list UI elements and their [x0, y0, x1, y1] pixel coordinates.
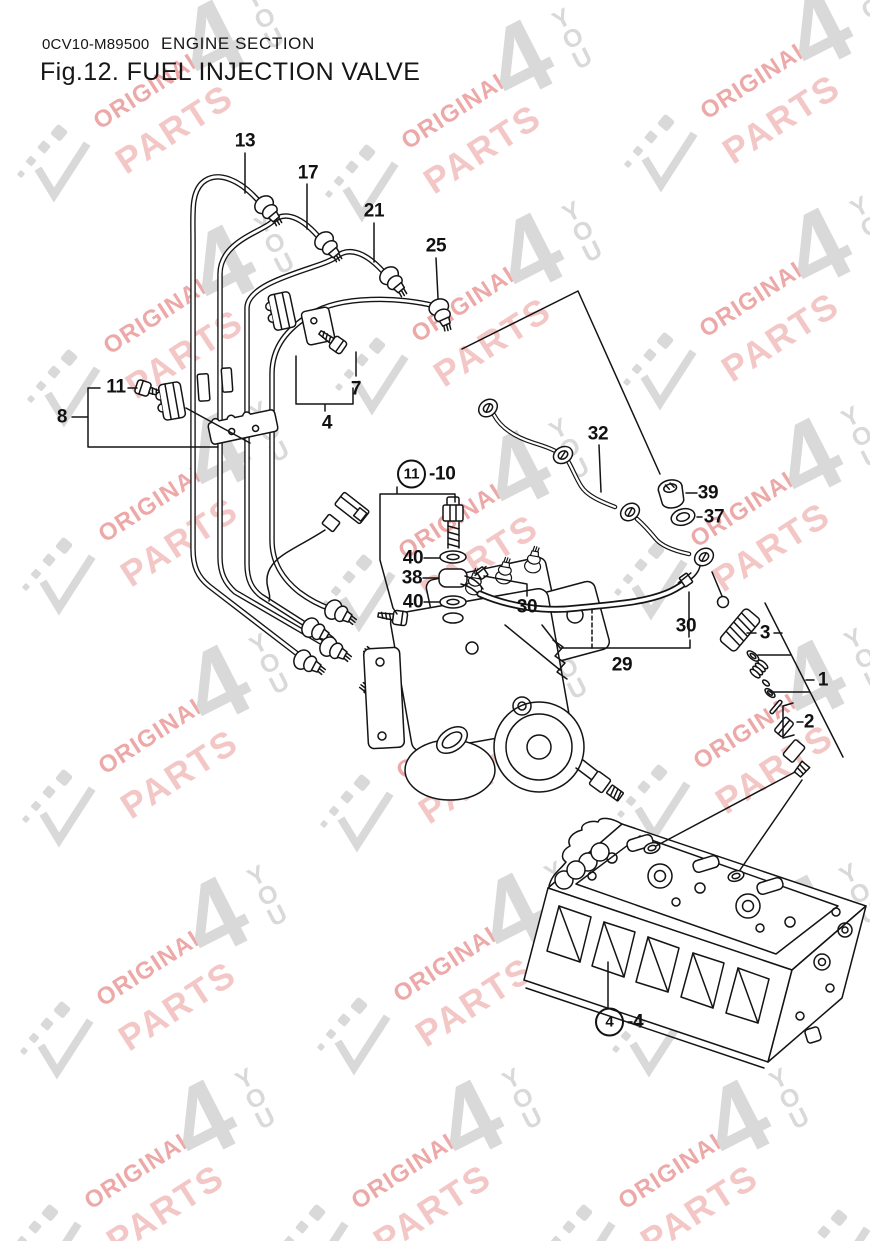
part-callout-39[interactable]: 39	[697, 482, 719, 504]
part-callout-29[interactable]: 29	[611, 654, 633, 676]
part-callout-40[interactable]: 40	[402, 591, 424, 613]
part-callout-30[interactable]: 30	[516, 596, 538, 618]
part-callout-30[interactable]: 30	[675, 615, 697, 637]
part-callout-40[interactable]: 40	[402, 547, 424, 569]
part-callout-37[interactable]: 37	[703, 506, 725, 528]
leader-lines	[71, 152, 844, 1010]
pipe-clamp-bracket-upper	[262, 290, 349, 356]
section-title: ENGINE SECTION	[161, 34, 315, 53]
part-callout-25[interactable]: 25	[425, 235, 447, 257]
part-callout-8[interactable]: 8	[56, 406, 68, 428]
part-callout-32[interactable]: 32	[587, 423, 609, 445]
wire-harness-connector	[266, 491, 370, 602]
part-callout-11-10[interactable]: 11-10	[397, 459, 456, 489]
injection-pipes	[190, 174, 459, 711]
overflow-banjo-group	[438, 496, 484, 624]
part-callout-17[interactable]: 17	[297, 162, 319, 184]
document-code: 0CV10-M89500	[42, 36, 150, 53]
leak-off-hose	[474, 565, 694, 613]
part-callout-7[interactable]: 7	[350, 378, 362, 400]
part-callout-13[interactable]: 13	[234, 130, 256, 152]
part-callout-4[interactable]: 4	[321, 412, 333, 434]
pipe-clamp-bracket-left	[133, 367, 279, 445]
svg-text:Y: Y	[847, 0, 870, 5]
part-callout-11[interactable]: 11	[106, 376, 126, 398]
svg-text:U: U	[860, 662, 870, 695]
part-callout-2[interactable]: 2	[803, 711, 815, 733]
part-callout-3[interactable]: 3	[759, 622, 771, 644]
injector-assembly	[716, 595, 811, 778]
part-callout-4-4[interactable]: 4-4	[595, 1007, 644, 1037]
part-callout-1[interactable]: 1	[817, 669, 829, 691]
part-callout-21[interactable]: 21	[363, 200, 385, 222]
part-callout-38[interactable]: 38	[401, 567, 423, 589]
figure-title: Fig.12. FUEL INJECTION VALVE	[40, 58, 421, 86]
return-pipe-nut-washer	[657, 479, 696, 527]
cylinder-head	[523, 817, 867, 1069]
